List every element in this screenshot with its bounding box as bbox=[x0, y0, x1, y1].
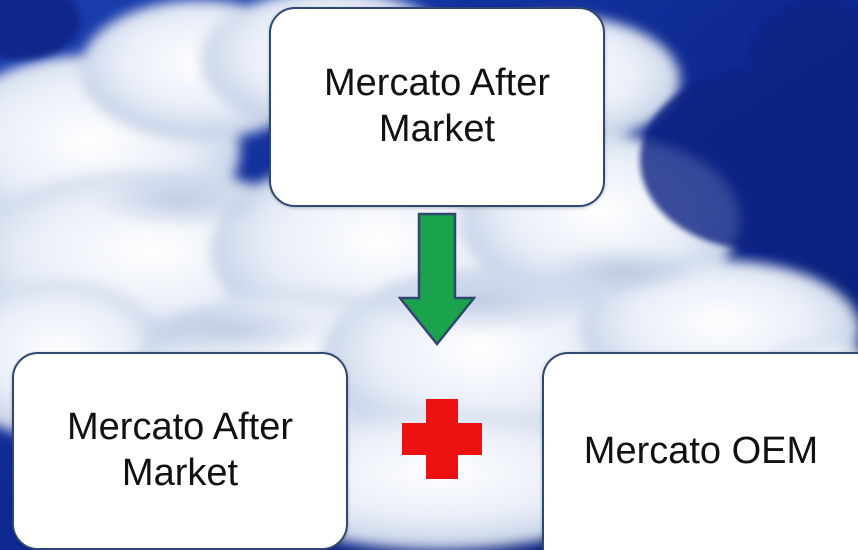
box-top-line2: Market bbox=[378, 108, 496, 150]
box-left-line2: Market bbox=[121, 452, 239, 494]
box-top-label: Mercato After Market bbox=[324, 61, 550, 152]
box-left-line1: Mercato After bbox=[67, 406, 293, 449]
box-left-label: Mercato After Market bbox=[67, 405, 293, 496]
box-top-line1: Mercato After bbox=[324, 62, 550, 105]
box-mercato-after-market-top: Mercato After Market bbox=[269, 7, 605, 207]
plus-icon bbox=[402, 399, 482, 479]
box-right-label: Mercato OEM bbox=[583, 430, 819, 473]
box-mercato-oem: Mercato OEM bbox=[542, 352, 858, 550]
box-mercato-after-market-bottom: Mercato After Market bbox=[12, 352, 348, 550]
down-arrow-icon bbox=[398, 212, 476, 346]
